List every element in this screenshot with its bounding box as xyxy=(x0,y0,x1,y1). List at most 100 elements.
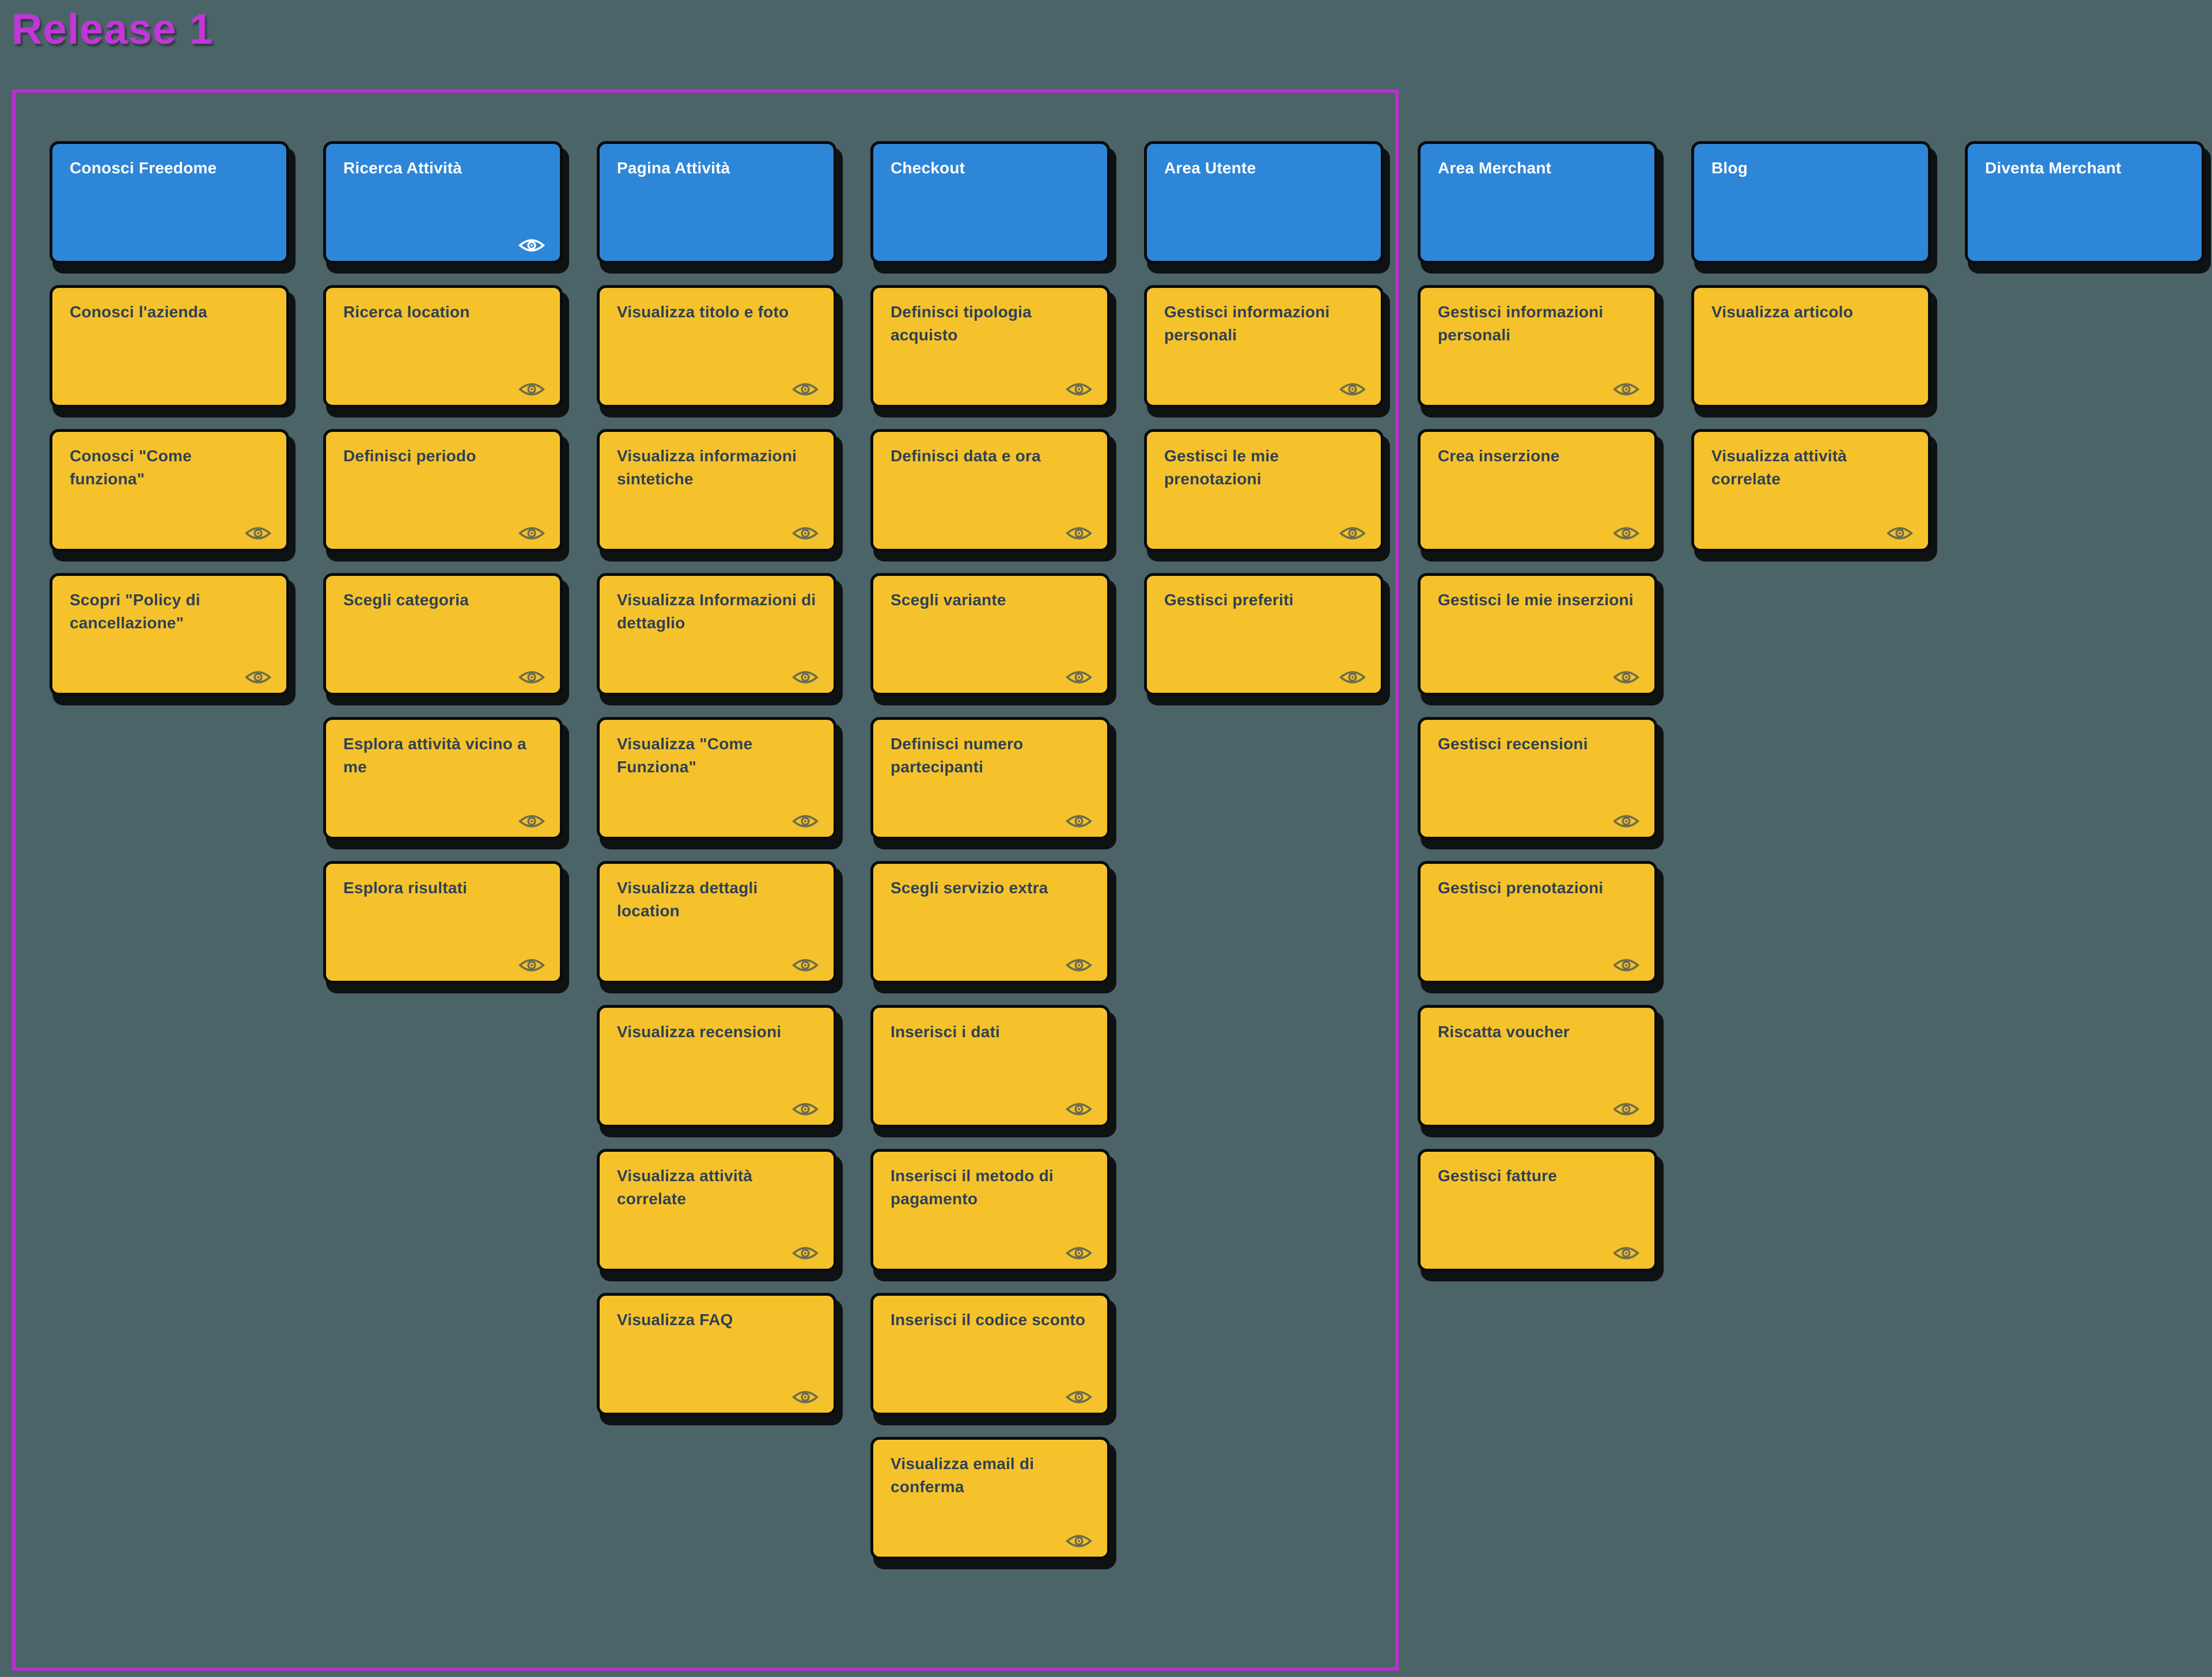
eye-icon[interactable] xyxy=(518,525,545,542)
eye-icon[interactable] xyxy=(1613,1101,1639,1118)
eye-icon[interactable] xyxy=(1613,381,1639,398)
eye-icon[interactable] xyxy=(1066,381,1092,398)
story-card[interactable]: Inserisci il metodo di pagamento xyxy=(870,1149,1110,1272)
eye-icon[interactable] xyxy=(1066,813,1092,830)
eye-icon[interactable] xyxy=(1613,1245,1639,1262)
column-header-card[interactable]: Area Utente xyxy=(1144,141,1384,264)
story-map-column: Area Utente Gestisci informazioni person… xyxy=(1144,141,1384,696)
story-card-label: Gestisci preferiti xyxy=(1164,591,1294,609)
story-card[interactable]: Visualizza articolo xyxy=(1691,285,1931,408)
story-map-column: Checkout Definisci tipologia acquisto De… xyxy=(870,141,1110,1560)
story-card[interactable]: Conosci "Come funziona" xyxy=(50,429,289,552)
story-card[interactable]: Conosci l'azienda xyxy=(50,285,289,408)
eye-icon[interactable] xyxy=(1339,525,1366,542)
story-card[interactable]: Definisci numero partecipanti xyxy=(870,717,1110,840)
story-card[interactable]: Crea inserzione xyxy=(1418,429,1657,552)
story-card[interactable]: Visualizza recensioni xyxy=(597,1005,836,1128)
eye-icon[interactable] xyxy=(1613,525,1639,542)
eye-icon[interactable] xyxy=(518,237,545,254)
story-card[interactable]: Gestisci recensioni xyxy=(1418,717,1657,840)
story-card[interactable]: Visualizza attività correlate xyxy=(1691,429,1931,552)
story-card[interactable]: Scegli categoria xyxy=(323,573,563,696)
story-card[interactable]: Visualizza FAQ xyxy=(597,1293,836,1416)
eye-icon[interactable] xyxy=(792,813,819,830)
column-header-label: Blog xyxy=(1711,159,1748,177)
column-header-card[interactable]: Blog xyxy=(1691,141,1931,264)
story-card[interactable]: Visualizza informazioni sintetiche xyxy=(597,429,836,552)
story-card[interactable]: Visualizza dettagli location xyxy=(597,861,836,984)
column-header-label: Conosci Freedome xyxy=(70,159,217,177)
eye-icon[interactable] xyxy=(518,381,545,398)
story-card-label: Inserisci i dati xyxy=(891,1023,1000,1041)
story-card-label: Crea inserzione xyxy=(1438,447,1560,465)
story-card-label: Visualizza articolo xyxy=(1711,303,1854,321)
eye-icon[interactable] xyxy=(245,525,271,542)
story-card-label: Visualizza email di conferma xyxy=(891,1455,1035,1496)
eye-icon[interactable] xyxy=(1066,1388,1092,1406)
eye-icon[interactable] xyxy=(792,957,819,974)
story-card[interactable]: Inserisci il codice sconto xyxy=(870,1293,1110,1416)
story-card[interactable]: Gestisci informazioni personali xyxy=(1144,285,1384,408)
eye-icon[interactable] xyxy=(1066,957,1092,974)
eye-icon[interactable] xyxy=(1066,1245,1092,1262)
story-card[interactable]: Gestisci preferiti xyxy=(1144,573,1384,696)
story-card-label: Visualizza informazioni sintetiche xyxy=(617,447,797,488)
eye-icon[interactable] xyxy=(1066,1532,1092,1550)
eye-icon[interactable] xyxy=(518,957,545,974)
story-card[interactable]: Esplora attività vicino a me xyxy=(323,717,563,840)
eye-icon[interactable] xyxy=(1066,525,1092,542)
column-header-card[interactable]: Checkout xyxy=(870,141,1110,264)
eye-icon[interactable] xyxy=(518,813,545,830)
eye-icon[interactable] xyxy=(792,1388,819,1406)
story-card[interactable]: Visualizza Informazioni di dettaglio xyxy=(597,573,836,696)
eye-icon[interactable] xyxy=(518,669,545,686)
eye-icon[interactable] xyxy=(1066,669,1092,686)
story-card[interactable]: Scegli variante xyxy=(870,573,1110,696)
story-card[interactable]: Esplora risultati xyxy=(323,861,563,984)
eye-icon[interactable] xyxy=(792,669,819,686)
story-map-column: Ricerca Attività Ricerca location Defini… xyxy=(323,141,563,984)
story-card[interactable]: Gestisci le mie prenotazioni xyxy=(1144,429,1384,552)
eye-icon[interactable] xyxy=(1613,669,1639,686)
eye-icon[interactable] xyxy=(1613,957,1639,974)
story-card-label: Conosci l'azienda xyxy=(70,303,207,321)
story-card-label: Definisci data e ora xyxy=(891,447,1041,465)
eye-icon[interactable] xyxy=(1066,1101,1092,1118)
story-card[interactable]: Inserisci i dati xyxy=(870,1005,1110,1128)
story-card[interactable]: Visualizza attività correlate xyxy=(597,1149,836,1272)
column-header-label: Area Utente xyxy=(1164,159,1256,177)
eye-icon[interactable] xyxy=(1339,381,1366,398)
story-card[interactable]: Visualizza titolo e foto xyxy=(597,285,836,408)
story-card[interactable]: Gestisci le mie inserzioni xyxy=(1418,573,1657,696)
column-header-card[interactable]: Diventa Merchant xyxy=(1965,141,2205,264)
story-card[interactable]: Ricerca location xyxy=(323,285,563,408)
story-card-label: Visualizza attività correlate xyxy=(1711,447,1847,488)
story-card[interactable]: Visualizza "Come Funziona" xyxy=(597,717,836,840)
column-header-card[interactable]: Pagina Attività xyxy=(597,141,836,264)
story-card[interactable]: Gestisci fatture xyxy=(1418,1149,1657,1272)
story-card-label: Esplora risultati xyxy=(343,879,468,897)
story-card-label: Gestisci informazioni personali xyxy=(1438,303,1604,344)
story-card[interactable]: Definisci periodo xyxy=(323,429,563,552)
eye-icon[interactable] xyxy=(1887,525,1913,542)
story-card[interactable]: Riscatta voucher xyxy=(1418,1005,1657,1128)
story-card[interactable]: Definisci data e ora xyxy=(870,429,1110,552)
eye-icon[interactable] xyxy=(1339,669,1366,686)
column-header-card[interactable]: Area Merchant xyxy=(1418,141,1657,264)
eye-icon[interactable] xyxy=(792,381,819,398)
story-card[interactable]: Definisci tipologia acquisto xyxy=(870,285,1110,408)
story-card[interactable]: Scopri "Policy di cancellazione" xyxy=(50,573,289,696)
story-card-label: Visualizza dettagli location xyxy=(617,879,758,920)
story-card[interactable]: Visualizza email di conferma xyxy=(870,1437,1110,1560)
story-card[interactable]: Gestisci informazioni personali xyxy=(1418,285,1657,408)
story-card-label: Inserisci il metodo di pagamento xyxy=(891,1167,1054,1208)
eye-icon[interactable] xyxy=(792,525,819,542)
story-card[interactable]: Scegli servizio extra xyxy=(870,861,1110,984)
column-header-card[interactable]: Ricerca Attività xyxy=(323,141,563,264)
eye-icon[interactable] xyxy=(245,669,271,686)
eye-icon[interactable] xyxy=(792,1101,819,1118)
story-card[interactable]: Gestisci prenotazioni xyxy=(1418,861,1657,984)
eye-icon[interactable] xyxy=(1613,813,1639,830)
eye-icon[interactable] xyxy=(792,1245,819,1262)
column-header-card[interactable]: Conosci Freedome xyxy=(50,141,289,264)
